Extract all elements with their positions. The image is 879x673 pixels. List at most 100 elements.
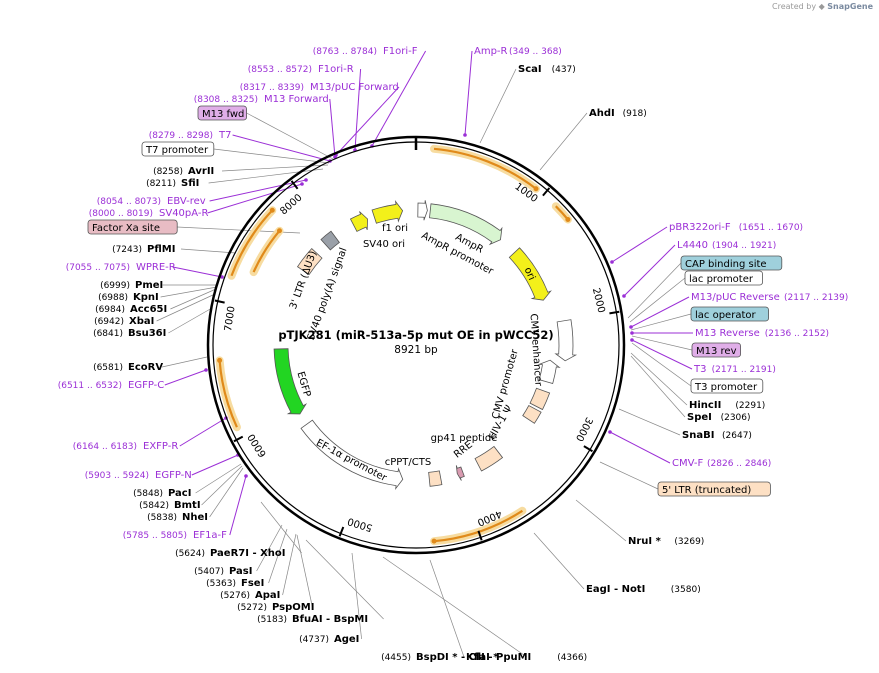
box-3-ltr-u3-: [296, 248, 323, 275]
leader-line: [209, 467, 244, 518]
primer-f1ori-f: F1ori-F(8763 .. 8784): [313, 46, 418, 57]
feature-gp41-peptide: [455, 465, 465, 481]
feature-ampr-promoter: [417, 200, 428, 221]
site-ahdi: AhdI(918): [589, 108, 647, 119]
tick-label: 3000: [573, 415, 594, 443]
leader-line: [623, 244, 676, 297]
primer-range: (6164 .. 6183): [73, 442, 137, 452]
feature-label: EF-1α promoter: [314, 438, 389, 485]
site-name: PasI: [229, 566, 252, 577]
site-scai: ScaI(437): [518, 64, 576, 75]
feature-label: SV40 ori: [363, 239, 405, 250]
site-name: XbaI: [129, 316, 154, 327]
primer-name: CMV-F: [672, 458, 703, 469]
primer-mark: [204, 368, 208, 372]
primer-l4440: L4440 (1904 .. 1921): [677, 240, 776, 251]
primer-m13-puc-reverse: M13/pUC Reverse(2117 .. 2139): [691, 292, 848, 303]
primer-name: EF1a-F: [193, 530, 227, 541]
site-kpni: KpnI(6988): [98, 292, 159, 303]
leader-line: [282, 533, 297, 596]
feature-tag-label: lac operator: [695, 310, 756, 321]
feature-tag-lac-promoter: lac promoter: [684, 270, 763, 286]
feature-tag-cap-binding-site: CAP binding site: [680, 255, 783, 271]
feature-ori: [508, 247, 552, 301]
primer-name: L4440: [677, 240, 708, 251]
site-position: (4737): [299, 635, 329, 645]
leader-line: [429, 559, 465, 658]
feature-label: ori: [522, 266, 537, 282]
site-position: (7243): [112, 245, 142, 255]
leader-line: [533, 532, 585, 590]
feature-tag-box: [680, 255, 783, 271]
primer-name: M13 Reverse: [695, 328, 760, 339]
site-position: (4455): [381, 653, 411, 663]
credit-brand: SnapGene: [827, 2, 873, 11]
feature-label: f1 ori: [382, 223, 408, 234]
site-position: (6841): [93, 329, 123, 339]
primer-t7: T7(8279 .. 8298): [149, 130, 232, 141]
site-name: AvrII: [188, 166, 214, 177]
primer-f1ori-r: F1ori-R(8553 .. 8572): [248, 64, 354, 75]
primer-mark: [630, 338, 634, 342]
primer-egfp-n: EGFP-N(5903 .. 5924): [85, 470, 192, 481]
primer-name: SV40pA-R: [159, 208, 208, 219]
site-name: EagI - NotI: [586, 584, 645, 595]
site-name: BmtI: [174, 500, 201, 511]
leader-line: [611, 226, 668, 263]
site-fsei: FseI(5363): [206, 578, 264, 589]
plasmid-name: pTJK281 (miR-513a-5p mut OE in pWCC52): [278, 328, 553, 342]
primer-range: (5903 .. 5924): [85, 471, 149, 481]
primer-range: (1904 .. 1921): [712, 241, 776, 251]
site-pflmi: PflMI(7243): [112, 244, 175, 255]
primer-range: (2171 .. 2191): [712, 365, 776, 375]
leader-line: [168, 307, 213, 334]
primer-range: (8000 .. 8019): [89, 209, 153, 219]
site-position: (5838): [147, 513, 177, 523]
leader-line: [354, 68, 362, 151]
leader-line: [629, 277, 686, 323]
site-bsu36i: Bsu36I(6841): [93, 328, 166, 339]
feature-boxes: [296, 230, 551, 487]
feature-tag-box: [691, 342, 741, 358]
site-pasi: PasI(5407): [194, 566, 252, 577]
leader-line: [351, 552, 362, 640]
site-xbai: XbaI(6942): [94, 316, 154, 327]
leader-line: [164, 369, 207, 386]
leader-line: [382, 556, 527, 658]
leader-line: [335, 86, 400, 156]
primer-mark: [244, 474, 248, 478]
leader-line: [631, 339, 693, 370]
primer-name: M13/pUC Reverse: [691, 292, 780, 303]
site-name: PmeI: [135, 280, 163, 291]
primer-range: (5785 .. 5805): [123, 531, 187, 541]
primer-mark: [630, 331, 634, 335]
primer-name: Amp-R: [474, 46, 508, 57]
leader-line: [172, 266, 223, 278]
leader-line: [575, 499, 627, 542]
orf-arrow-head: [565, 217, 571, 223]
site-name: PspOMI: [272, 602, 314, 613]
feature-tag-lac-operator: lac operator: [690, 306, 769, 322]
primer-name: EGFP-C: [128, 380, 164, 391]
leader-line: [630, 313, 692, 331]
site-name: KflI - PpuMI: [466, 652, 531, 663]
site-avrii: AvrII(8258): [153, 166, 214, 177]
primer-ebv-rev: EBV-rev(8054 .. 8073): [97, 196, 206, 207]
orf-arc: [218, 360, 238, 428]
site-name: PacI: [168, 488, 191, 499]
box-cppt-cts: [428, 470, 443, 487]
site-position: (437): [552, 65, 576, 75]
feature-arrows: [273, 199, 578, 491]
site-kfli-ppumi: KflI - PpuMI (4366): [466, 652, 587, 663]
position-tick: [609, 310, 620, 315]
feature-tag-box: [690, 306, 769, 322]
feature-tag-t7-promoter: T7 promoter: [141, 141, 215, 157]
site-position: (4366): [557, 653, 587, 663]
site-name: KpnI: [133, 292, 159, 303]
leader-line: [268, 528, 288, 584]
primer-exfp-r: EXFP-R(6164 .. 6183): [73, 441, 179, 452]
primer-mark: [220, 275, 224, 279]
position-tick: [338, 526, 345, 537]
primer-range: (8763 .. 8784): [313, 47, 377, 57]
site-hincii: HincII(2291): [689, 400, 765, 411]
